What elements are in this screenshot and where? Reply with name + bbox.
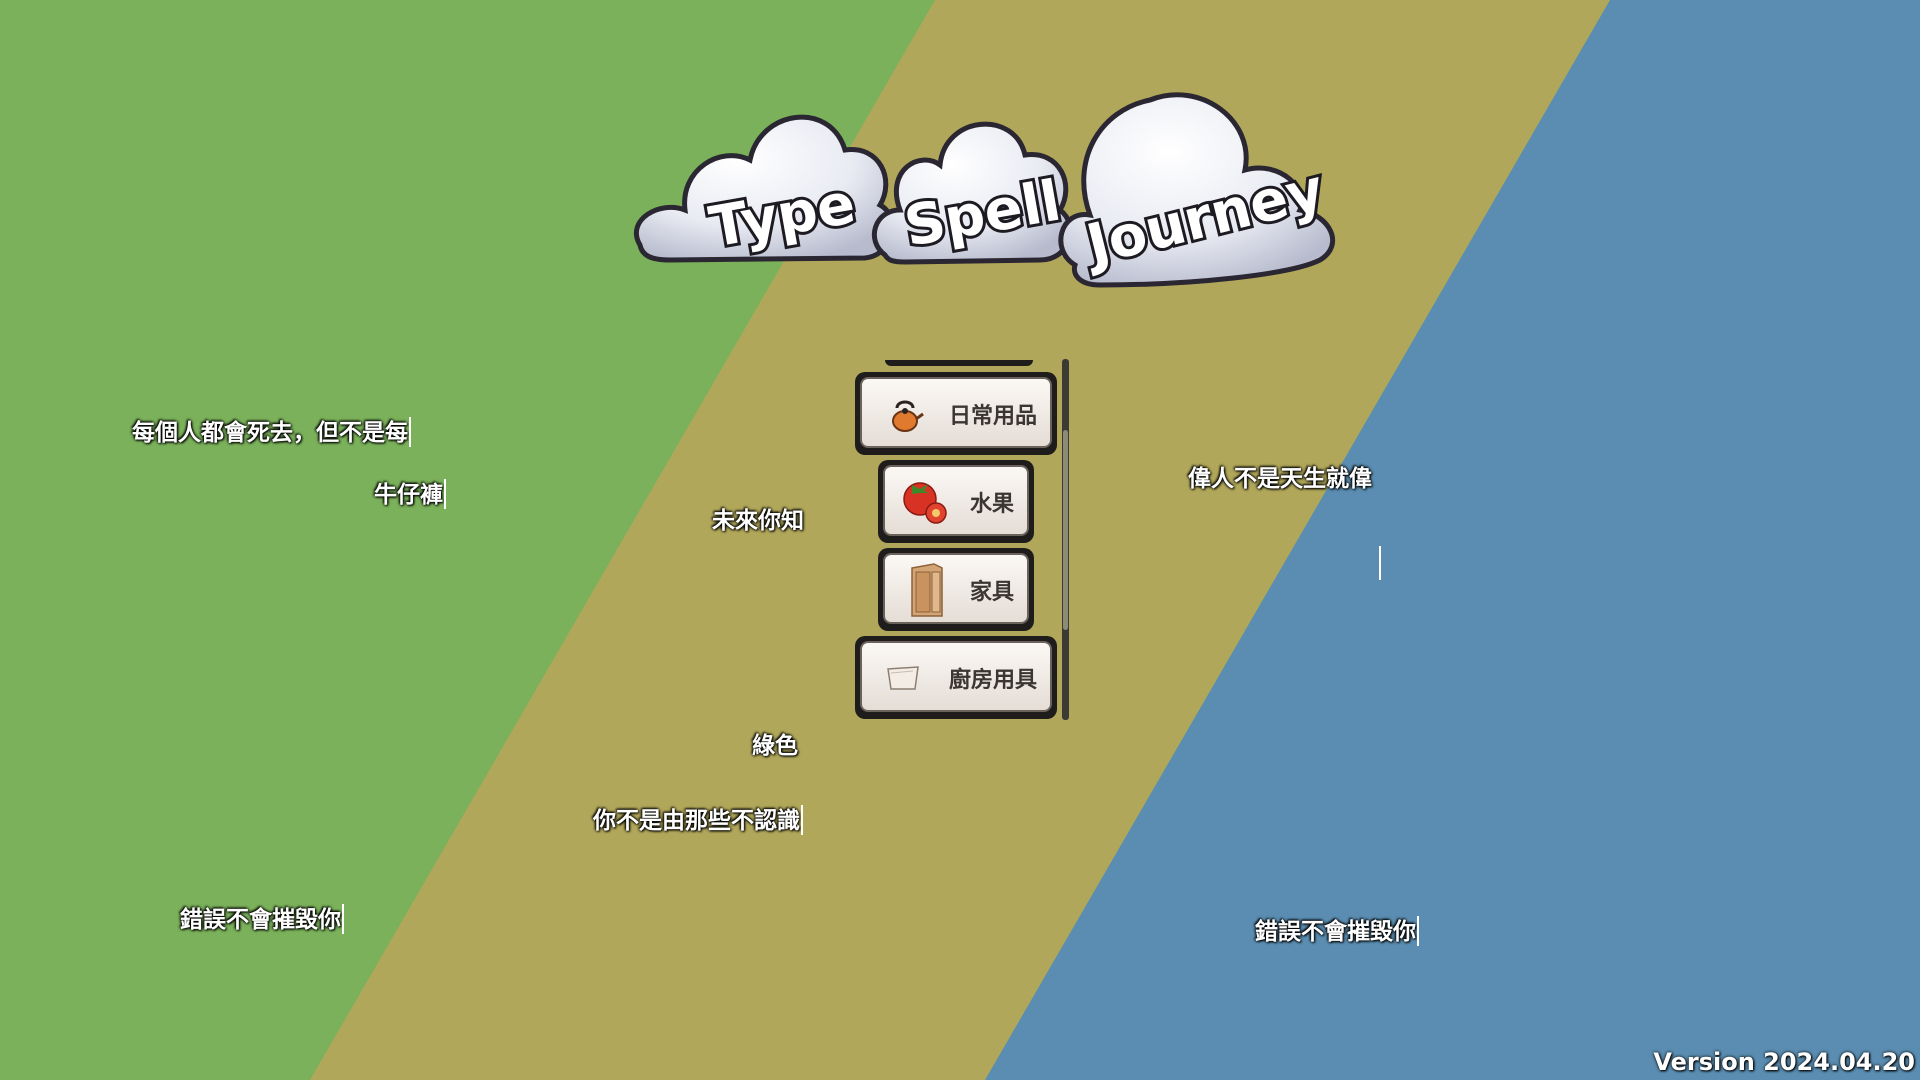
falling-word: 你不是由那些不認識 — [593, 807, 803, 835]
falling-word: 每個人都會死去，但不是每 — [132, 419, 411, 447]
menu-item-label: 日常用品 — [948, 403, 1037, 429]
menu-item-label: 家具 — [969, 579, 1014, 605]
text-caret — [1379, 546, 1381, 580]
falling-word: 未來你知 — [712, 508, 804, 534]
cloud-journey — [1058, 92, 1335, 288]
menu-item-daily-goods[interactable]: 日常用品 — [855, 372, 1057, 455]
version-label: Version 2024.04.20 — [1653, 1048, 1915, 1076]
menu-item-fruit[interactable]: 水果 — [878, 460, 1034, 543]
game-logo: Type Spell Journey — [634, 92, 1335, 288]
cloud-type — [634, 114, 895, 263]
tomato-icon — [903, 481, 947, 524]
menu-item-label: 廚房用具 — [948, 667, 1037, 693]
falling-word: 偉人不是天生就偉 — [1188, 466, 1372, 492]
kettle-icon — [892, 400, 924, 432]
menu-item-label: 水果 — [969, 491, 1014, 517]
cutting-board-icon — [887, 665, 919, 690]
cabinet-icon — [911, 562, 943, 617]
falling-word: 牛仔褲 — [374, 481, 446, 509]
falling-word: 綠色 — [752, 733, 798, 759]
menu-scrollbar-thumb[interactable] — [1063, 430, 1068, 630]
falling-word: 錯誤不會摧毀你 — [1255, 918, 1419, 946]
falling-word: 錯誤不會摧毀你 — [180, 906, 344, 934]
cloud-spell — [871, 121, 1073, 265]
menu-item-kitchenware[interactable]: 廚房用具 — [855, 636, 1057, 719]
menu-item-cutoff — [885, 360, 1033, 366]
menu-item-furniture[interactable]: 家具 — [878, 548, 1034, 631]
